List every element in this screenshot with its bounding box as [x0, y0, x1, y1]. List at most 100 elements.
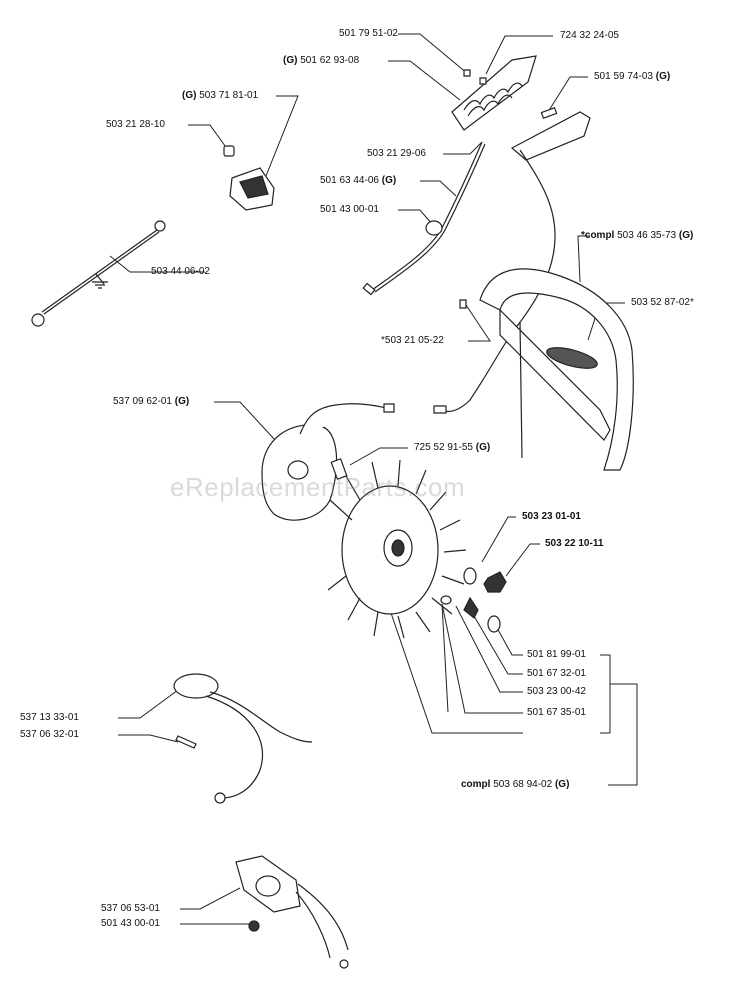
flywheel-washer-nut — [441, 568, 506, 632]
callout-number: 501 62 93-08 — [300, 55, 360, 66]
callout-number: 725 52 91-55 — [414, 442, 473, 453]
callout-number: 503 23 00-42 — [527, 686, 586, 697]
callout-503210522[interactable]: *503 21 05-22 — [381, 335, 444, 347]
callout-503221011[interactable]: 503 22 10-11 — [545, 538, 603, 550]
coil-plate — [236, 856, 348, 968]
callout-503528702[interactable]: 503 52 87-02* — [631, 297, 694, 309]
callout-501430001a[interactable]: 501 43 00-01 — [320, 204, 379, 216]
leader-503212906 — [443, 141, 483, 155]
callout-prefix: (G) — [182, 90, 197, 101]
callout-suffix: (G) — [554, 779, 570, 790]
leader-537063201 — [118, 734, 179, 743]
callout-number: 503 22 10-11 — [545, 538, 604, 549]
callout-suffix: (G) — [475, 442, 491, 453]
callout-number: 501 59 74-03 — [594, 71, 653, 82]
callout-number: 501 67 32-01 — [527, 668, 586, 679]
callout-prefix: (G) — [283, 55, 298, 66]
callout-503463573[interactable]: *compl 503 46 35-73 (G) — [581, 230, 693, 242]
ground-wire — [32, 221, 165, 326]
leader-503718101 — [261, 95, 299, 187]
callout-number: 503 68 94-02 — [493, 779, 553, 790]
callout-number: 503 21 29-06 — [367, 148, 426, 159]
callout-724322405[interactable]: 724 32 24-05 — [560, 30, 619, 42]
leader-501430001a — [398, 209, 433, 225]
leader-503230101 — [481, 516, 516, 563]
leader-537133301 — [118, 689, 179, 719]
leader-501673501 — [441, 603, 523, 714]
leader-503212810 — [188, 124, 229, 151]
callout-number: 501 43 00-01 — [320, 204, 379, 215]
callout-503440602[interactable]: 503 44 06-02 — [151, 266, 210, 278]
callout-501673201[interactable]: 501 67 32-01 — [527, 668, 586, 680]
callout-number: 503 44 06-02 — [151, 266, 210, 277]
leader-503230042 — [455, 605, 523, 693]
callout-suffix: (G) — [174, 396, 190, 407]
callout-503212810[interactable]: 503 21 28-10 — [106, 119, 165, 131]
callout-number: 537 06 53-01 — [101, 903, 160, 914]
callout-suffix: (G) — [655, 71, 671, 82]
callout-503230042[interactable]: 503 23 00-42 — [527, 686, 586, 698]
callout-number: 724 32 24-05 — [560, 30, 619, 41]
leader-501819901 — [495, 625, 523, 656]
leader-501629308 — [388, 60, 461, 101]
heater-plate — [452, 56, 536, 130]
callout-537065301[interactable]: 537 06 53-01 — [101, 903, 160, 915]
ignition-coil — [174, 674, 312, 803]
leader-725529155 — [349, 447, 408, 466]
flywheel — [328, 460, 466, 638]
callout-number: 501 43 00-01 — [101, 918, 160, 929]
callout-number: 501 79 51-02 — [339, 28, 398, 39]
callout-537133301[interactable]: 537 13 33-01 — [20, 712, 79, 724]
leader-501795102 — [398, 33, 469, 75]
callout-501795102[interactable]: 501 79 51-02 — [339, 28, 398, 40]
leader-503440602 — [109, 255, 205, 273]
callout-number: 503 52 87-02* — [631, 297, 694, 308]
callout-suffix: (G) — [381, 175, 397, 186]
leader-fan — [389, 609, 523, 734]
callout-501819901[interactable]: 501 81 99-01 — [527, 649, 586, 661]
callout-501430001b[interactable]: 501 43 00-01 — [101, 918, 160, 930]
leader-503210522 — [463, 301, 491, 342]
callout-prefix: *compl — [581, 230, 615, 241]
leader-lines — [109, 33, 638, 925]
callout-503718101[interactable]: (G) 503 71 81-01 — [182, 90, 258, 102]
callout-725529155[interactable]: 725 52 91-55 (G) — [414, 442, 490, 454]
callout-501629308[interactable]: (G) 501 62 93-08 — [283, 55, 359, 67]
leader-501673201 — [473, 615, 523, 675]
callout-501597403[interactable]: 501 59 74-03 (G) — [594, 71, 670, 83]
callout-503212906[interactable]: 503 21 29-06 — [367, 148, 426, 160]
callout-number: 503 23 01-01 — [522, 511, 581, 522]
callout-537063201[interactable]: 537 06 32-01 — [20, 729, 79, 741]
callout-503230101[interactable]: 503 23 01-01 — [522, 511, 581, 523]
front-handle — [460, 269, 633, 470]
callout-537096201[interactable]: 537 09 62-01 (G) — [113, 396, 189, 408]
leader-501673501-b — [441, 603, 449, 713]
leader-501597403 — [547, 76, 588, 113]
callout-503689402[interactable]: compl 503 68 94-02 (G) — [461, 779, 569, 791]
leader-537096201 — [214, 401, 276, 441]
callout-number: 537 13 33-01 — [20, 712, 79, 723]
leader-503463573 — [577, 235, 590, 283]
handle-heater-plate — [512, 108, 590, 160]
callout-number: 501 81 99-01 — [527, 649, 586, 660]
callout-501673501[interactable]: 501 67 35-01 — [527, 707, 586, 719]
callout-number: 537 06 32-01 — [20, 729, 79, 740]
ignition-module — [262, 404, 394, 520]
watermark: eReplacementParts.com — [170, 472, 466, 502]
callout-number: 503 71 81-01 — [199, 90, 259, 101]
compl-bracket-line — [600, 654, 611, 684]
callout-number: *503 21 05-22 — [381, 335, 444, 346]
callout-number: 537 09 62-01 — [113, 396, 172, 407]
leader-501634406 — [420, 180, 457, 197]
thermostat-part — [224, 146, 274, 210]
callout-501634406[interactable]: 501 63 44-06 (G) — [320, 175, 396, 187]
leader-503221011 — [505, 543, 540, 577]
callout-number: 503 21 28-10 — [106, 119, 165, 130]
callout-number: 501 63 44-06 — [320, 175, 379, 186]
callout-number: 503 46 35-73 — [617, 230, 677, 241]
leader-724322405 — [485, 35, 553, 75]
compl-bracket — [600, 683, 638, 786]
callout-suffix: (G) — [678, 230, 694, 241]
